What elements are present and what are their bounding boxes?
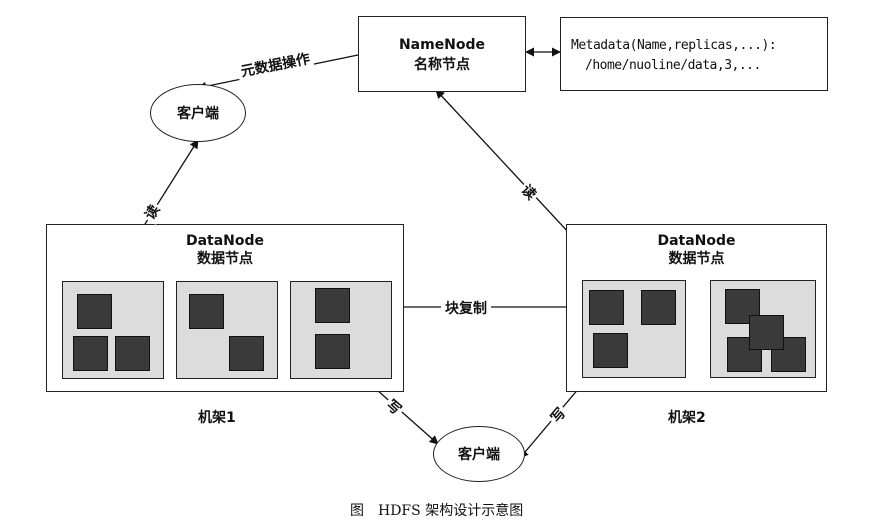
metadata-box: Metadata(Name,replicas,...): /home/nuoli… [560,17,828,91]
data-block [641,290,676,325]
metadata-line1: Metadata(Name,replicas,...): [571,38,777,53]
client-top-label: 客户端 [177,106,219,122]
block-copy-label: 块复制 [441,298,491,318]
rack1-node-2 [176,281,278,379]
rack2-node-1 [582,280,686,378]
metadata-line2: /home/nuoline/data,3,... [585,58,761,73]
namenode-title: NameNode [398,37,486,53]
client-bottom-label: 客户端 [458,447,500,463]
data-block [77,294,112,329]
data-block [315,334,350,369]
data-block [315,288,350,323]
data-block [589,290,624,325]
rack2-label: 机架2 [668,407,706,427]
data-block [593,333,628,368]
client-top: 客户端 [150,84,246,142]
data-block [189,294,224,329]
namenode-box: NameNode 名称节点 [358,16,526,92]
rack1-datanode-subtitle: 数据节点 [197,251,253,267]
rack1-node-1 [62,281,164,379]
figure-caption: 图 HDFS 架构设计示意图 [350,503,524,519]
rack1-node-3 [290,281,392,379]
data-block [73,336,108,371]
namenode-subtitle: 名称节点 [414,57,470,73]
rack2-datanode-subtitle: 数据节点 [668,251,725,267]
rack2-datanode-title: DataNode [657,233,736,249]
client-bottom: 客户端 [433,426,525,482]
rack2-node-2 [710,280,816,378]
data-block [115,336,150,371]
data-block [229,336,264,371]
data-block [749,315,784,350]
rack1-datanode-title: DataNode [185,233,265,249]
rack1-label: 机架1 [198,407,236,427]
